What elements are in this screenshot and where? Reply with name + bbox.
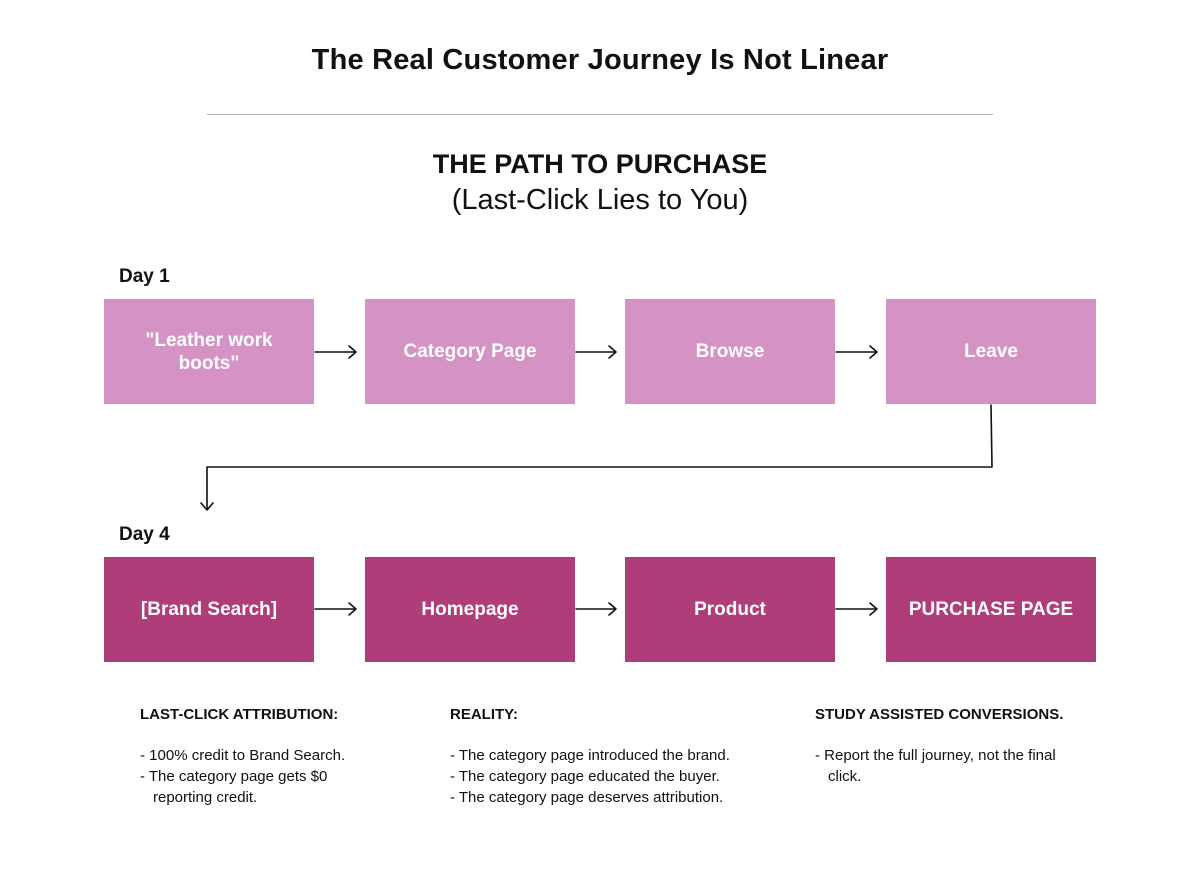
page-title: The Real Customer Journey Is Not Linear — [311, 44, 889, 76]
arrow-browse-to-leave — [835, 345, 878, 359]
note-item: - The category page introduced the brand… — [450, 747, 730, 764]
note-reality: REALITY: - The category page introduced … — [450, 704, 780, 808]
path-subtitle: (Last-Click Lies to You) — [451, 184, 749, 216]
title-divider — [207, 114, 993, 115]
note-last-click-attribution: LAST-CLICK ATTRIBUTION: - 100% credit to… — [140, 704, 390, 808]
step-day4-brand-search: [Brand Search] — [104, 557, 314, 662]
arrow-brand-search-to-homepage — [314, 602, 357, 616]
step-day1-leave: Leave — [886, 299, 1096, 404]
note-heading: REALITY: — [450, 706, 519, 723]
arrow-homepage-to-product — [575, 602, 617, 616]
step-day4-purchase-page: PURCHASE PAGE — [886, 557, 1096, 662]
note-item: - 100% credit to Brand Search. — [140, 747, 346, 764]
arrow-category-to-browse — [575, 345, 617, 359]
step-day4-product: Product — [625, 557, 835, 662]
note-item: - The category page educated the buyer. — [450, 768, 720, 785]
day4-label: Day 4 — [119, 524, 170, 545]
arrow-search-to-category — [314, 345, 357, 359]
note-item: - The category page deserves attribution… — [450, 789, 724, 806]
note-item: - The category page gets $0 reporting cr… — [140, 768, 328, 806]
path-title: THE PATH TO PURCHASE — [432, 149, 768, 179]
step-day4-homepage: Homepage — [365, 557, 575, 662]
note-item: - Report the full journey, not the final… — [815, 747, 1056, 785]
step-day1-search-query: "Leather work boots" — [104, 299, 314, 404]
step-day1-category-page: Category Page — [365, 299, 575, 404]
day1-label: Day 1 — [119, 266, 170, 287]
arrow-product-to-purchase — [835, 602, 878, 616]
note-heading: LAST-CLICK ATTRIBUTION: — [140, 706, 339, 723]
note-heading: STUDY ASSISTED CONVERSIONS. — [815, 706, 1064, 723]
note-study-assisted-conversions: STUDY ASSISTED CONVERSIONS. - Report the… — [815, 704, 1090, 787]
step-day1-browse: Browse — [625, 299, 835, 404]
arrow-leave-to-day4 — [200, 404, 993, 511]
